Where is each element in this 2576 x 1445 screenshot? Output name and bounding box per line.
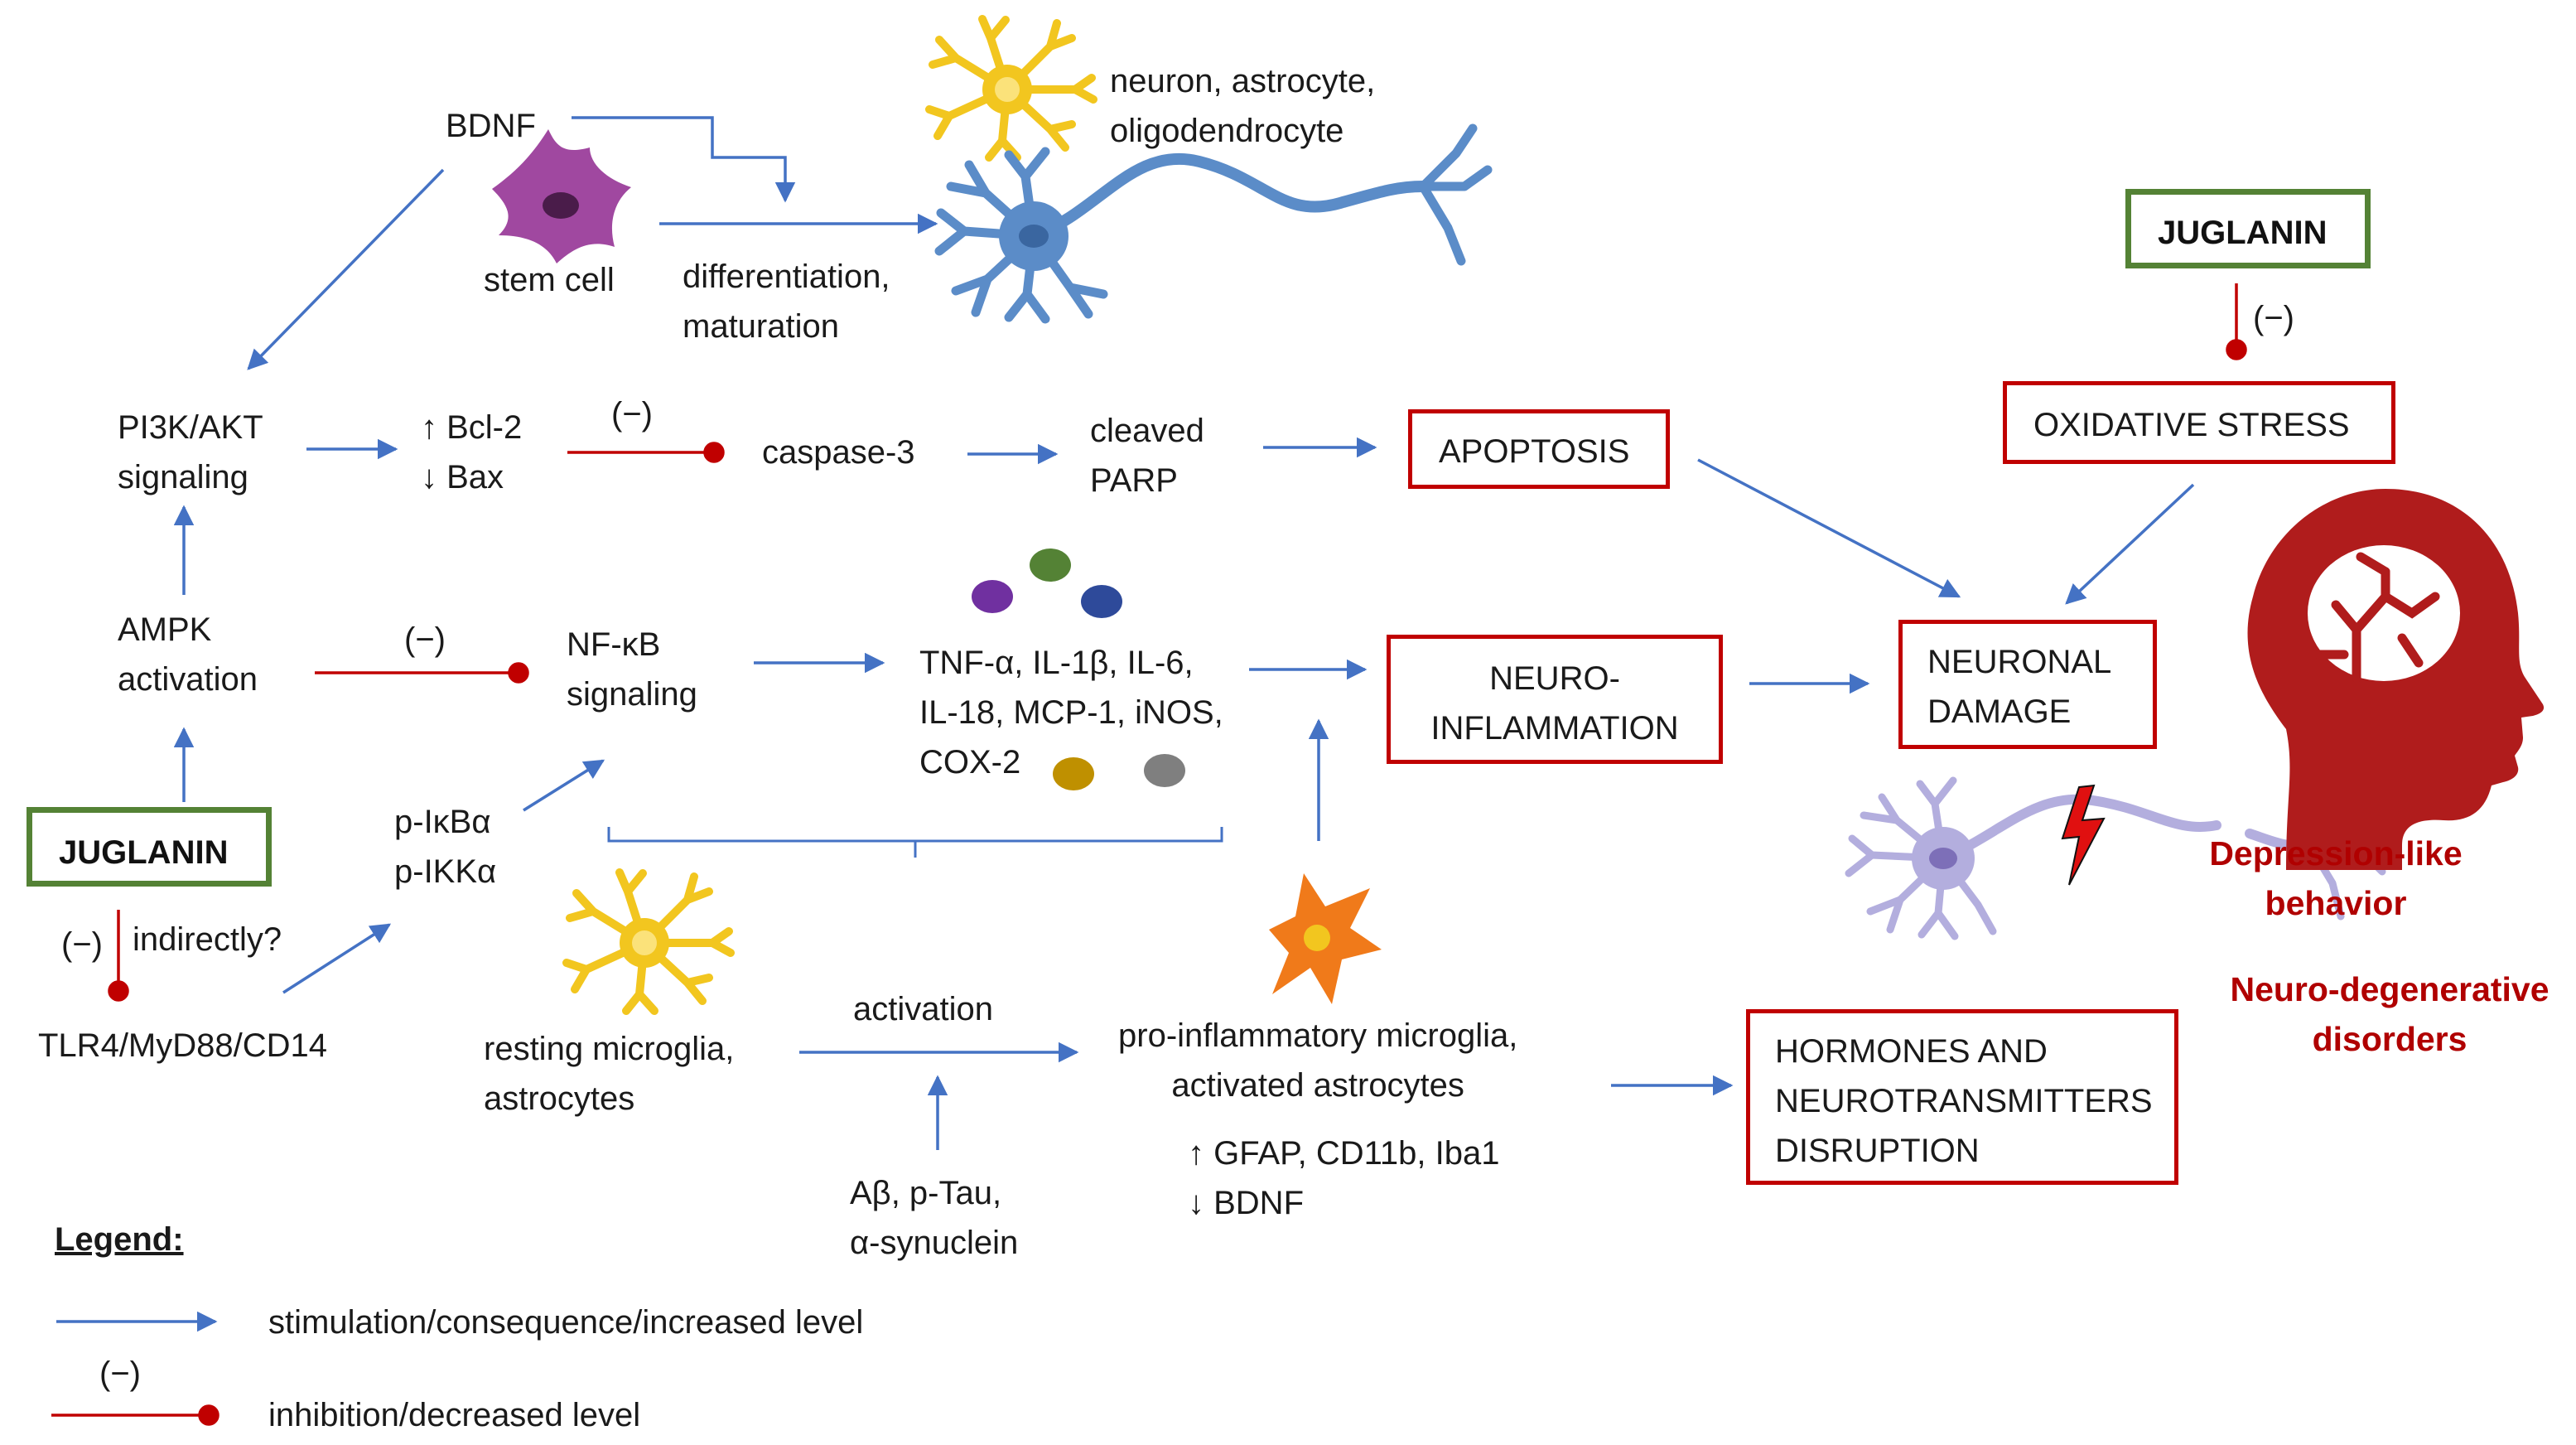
inhibit-mark-oxidative: (−) (2253, 300, 2294, 336)
pro-inflammatory-label: pro-inflammatory microglia, activated as… (1118, 1017, 1518, 1104)
abeta-label: Aβ, p-Tau, α-synuclein (850, 1175, 1019, 1261)
arrow-pikb-to-nfkb (523, 759, 605, 812)
lightning-icon (2061, 784, 2106, 886)
bdnf-label: BDNF (446, 108, 536, 144)
caspase3-label: caspase-3 (762, 434, 915, 471)
gfap-label: ↑ GFAP, CD11b, Iba1 ↓ BDNF (1188, 1135, 1500, 1221)
indirectly-label: indirectly? (133, 921, 282, 958)
stem-cell-icon (492, 129, 631, 263)
nfkb-label: NF-κB signaling (567, 626, 697, 713)
stimulation-arrows (56, 116, 2195, 1332)
pi3k-akt-label: PI3K/AKT signaling (118, 409, 263, 495)
legend-stimulation-label: stimulation/consequence/increased level (268, 1304, 864, 1341)
juglanin-left-box: JUGLANIN (27, 807, 272, 887)
inhibit-mark-juglanin: (−) (61, 926, 103, 963)
cytokines-label: TNF-α, IL-1β, IL-6, IL-18, MCP-1, iNOS, … (919, 645, 1223, 780)
brain-head-icon (2247, 489, 2545, 870)
arrow-bdnf-to-differentiation (572, 116, 796, 203)
blue-neuron-icon (934, 123, 1493, 324)
cytokine-dots-icon (972, 549, 1185, 790)
pikb-label: p-IκBα p-IKKα (394, 804, 497, 890)
arrow-bdnf-to-pi3k (247, 168, 445, 370)
yellow-astrocyte-icon (925, 15, 1097, 162)
juglanin-right-box: JUGLANIN (2125, 189, 2371, 268)
apoptosis-box: APOPTOSIS (1408, 409, 1670, 489)
hormones-disruption-box: HORMONES AND NEUROTRANSMITTERS DISRUPTIO… (1746, 1009, 2178, 1185)
orange-microglia-icon (1269, 873, 1382, 1004)
ampk-label: AMPK activation (118, 611, 258, 698)
inhibition-arrows (51, 283, 2247, 1426)
resting-microglia-label: resting microglia, astrocytes (484, 1031, 735, 1117)
neuronal-damage-box: NEURONAL DAMAGE (1898, 620, 2157, 749)
oxidative-stress-box: OXIDATIVE STRESS (2003, 381, 2395, 464)
tlr4-label: TLR4/MyD88/CD14 (38, 1027, 328, 1064)
cytokine-bracket (607, 827, 1223, 858)
arrow-apoptosis-to-damage (1697, 458, 1961, 598)
depression-label: Depression-like behavior (2209, 834, 2463, 922)
activation-label: activation (853, 991, 993, 1027)
legend-inhibition-label: inhibition/decreased level (268, 1397, 641, 1433)
legend-inhibit-mark: (−) (99, 1356, 141, 1392)
arrow-tlr4-to-pikb (282, 923, 392, 994)
neuron-types-label: neuron, astrocyte, oligodendrocyte (1110, 63, 1376, 149)
legend-title: Legend: (55, 1221, 184, 1258)
neuroinflammation-box: NEURO- INFLAMMATION (1387, 635, 1723, 764)
cleaved-parp-label: cleaved PARP (1090, 413, 1204, 499)
stem-cell-label: stem cell (484, 262, 615, 298)
inhibit-mark-ampk: (−) (404, 621, 446, 658)
inhibit-mark-bcl2: (−) (611, 396, 653, 433)
arrow-oxidative-to-damage (2065, 483, 2195, 605)
bcl2-bax-label: ↑ Bcl-2 ↓ Bax (421, 409, 523, 495)
resting-astrocyte-icon (562, 868, 735, 1015)
neurodegenerative-label: Neuro-degenerative disorders (2230, 970, 2549, 1058)
differentiation-label: differentiation, maturation (683, 259, 890, 345)
